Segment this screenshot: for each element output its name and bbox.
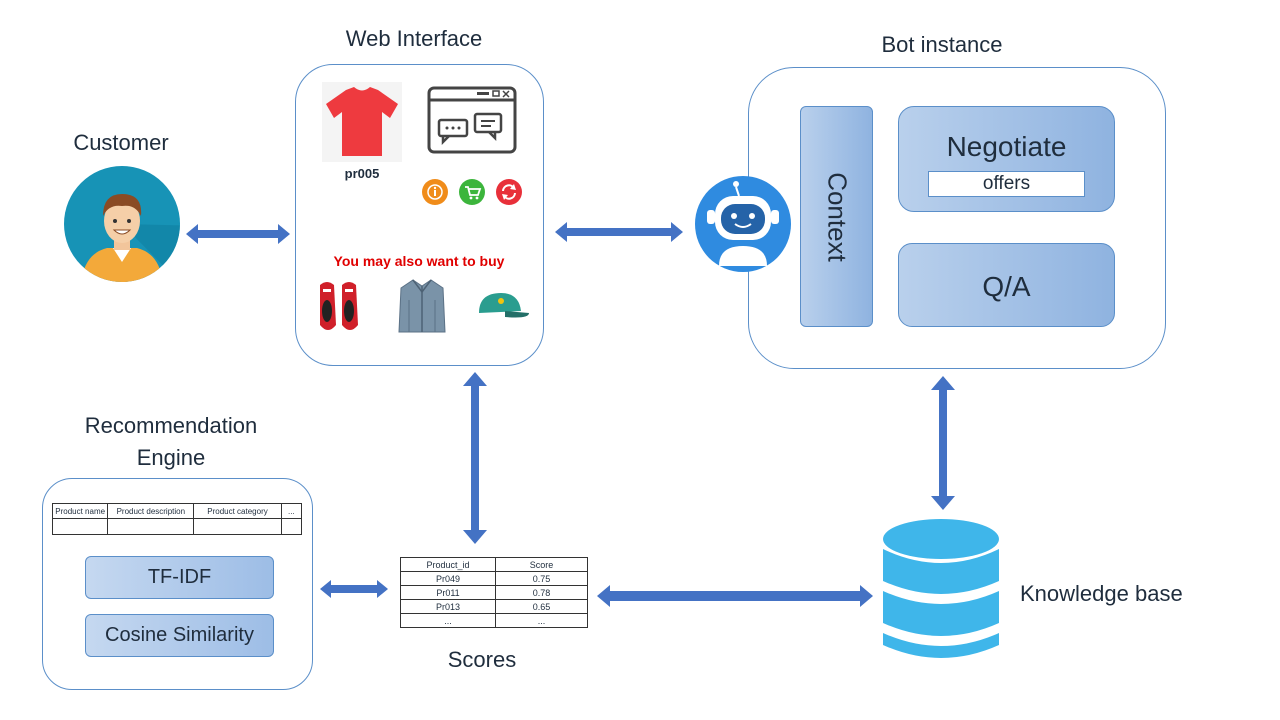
scores-header-cell: Product_id bbox=[400, 557, 496, 572]
info-icon[interactable] bbox=[421, 178, 449, 206]
scores-header-cell: Score bbox=[495, 557, 588, 572]
tfidf-box: TF-IDF bbox=[85, 556, 274, 599]
product-table-header-cell: Product category bbox=[193, 503, 282, 519]
qa-box: Q/A bbox=[898, 243, 1115, 327]
scores-table: Product_id Score Pr049 0.75 Pr011 0.78 P… bbox=[400, 557, 588, 628]
web-interface-title: Web Interface bbox=[345, 26, 483, 51]
table-row: Pr013 0.65 bbox=[400, 599, 588, 614]
product-code: pr005 bbox=[344, 166, 380, 181]
scores-cell: ... bbox=[495, 613, 588, 628]
negotiate-box: Negotiate offers bbox=[898, 106, 1115, 212]
scores-cell: 0.65 bbox=[495, 599, 588, 614]
chat-window-icon[interactable] bbox=[427, 86, 519, 158]
customer-title: Customer bbox=[73, 130, 169, 155]
recommendation-engine-title: Recommendation Engine bbox=[60, 410, 282, 474]
refresh-icon[interactable] bbox=[495, 178, 523, 206]
scores-cell: Pr011 bbox=[400, 585, 496, 600]
recommend-text: You may also want to buy bbox=[333, 253, 505, 269]
cap-icon[interactable] bbox=[475, 291, 531, 321]
scores-cell: 0.75 bbox=[495, 571, 588, 586]
product-table-header: Product name Product description Product… bbox=[51, 503, 303, 519]
arrow-web-bot bbox=[555, 222, 683, 242]
knowledge-base-title: Knowledge base bbox=[1020, 581, 1183, 606]
scores-title: Scores bbox=[447, 647, 517, 672]
arrow-web-scores bbox=[463, 372, 487, 544]
negotiate-label: Negotiate bbox=[946, 131, 1067, 162]
cosine-similarity-box: Cosine Similarity bbox=[85, 614, 274, 657]
context-box: Context bbox=[800, 106, 873, 327]
robot-icon bbox=[695, 176, 791, 272]
arrow-engine-scores bbox=[320, 580, 388, 598]
customer-avatar-icon bbox=[64, 166, 180, 282]
table-row: ... ... bbox=[400, 613, 588, 628]
scores-cell: 0.78 bbox=[495, 585, 588, 600]
recommendation-title-line2: Engine bbox=[136, 445, 206, 470]
bot-instance-title: Bot instance bbox=[881, 32, 1003, 57]
scores-header: Product_id Score bbox=[400, 557, 588, 572]
scores-cell: ... bbox=[400, 613, 496, 628]
table-row bbox=[51, 518, 303, 535]
table-row: Pr049 0.75 bbox=[400, 571, 588, 586]
jacket-icon[interactable] bbox=[397, 278, 447, 334]
tshirt-icon[interactable] bbox=[322, 82, 402, 162]
arrow-customer-web bbox=[186, 224, 290, 244]
database-icon bbox=[883, 519, 999, 658]
recommendation-title-line1: Recommendation bbox=[84, 413, 258, 438]
product-table: Product name Product description Product… bbox=[51, 503, 303, 535]
scores-cell: Pr049 bbox=[400, 571, 496, 586]
context-label: Context bbox=[822, 171, 852, 262]
product-table-header-cell: Product description bbox=[107, 503, 195, 519]
qa-label: Q/A bbox=[982, 271, 1031, 302]
product-table-header-cell: ... bbox=[280, 503, 303, 519]
arrow-bot-kb bbox=[931, 376, 955, 510]
arrow-scores-kb bbox=[597, 585, 873, 607]
product-table-header-cell: Product name bbox=[51, 503, 109, 519]
scores-cell: Pr013 bbox=[400, 599, 496, 614]
shoes-icon[interactable] bbox=[316, 279, 362, 335]
cart-icon[interactable] bbox=[458, 178, 486, 206]
table-row: Pr011 0.78 bbox=[400, 585, 588, 600]
offers-label: offers bbox=[928, 171, 1085, 197]
